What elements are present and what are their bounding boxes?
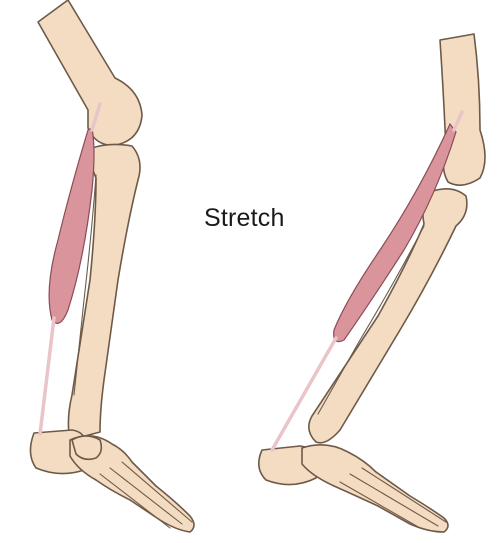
tibia-right	[309, 189, 467, 443]
leg-left	[30, 0, 194, 532]
femur-left	[38, 0, 142, 145]
fibula-right	[318, 226, 424, 414]
stretch-label: Stretch	[204, 204, 285, 233]
leg-right-stretched	[259, 34, 485, 532]
achilles-tendon-left	[40, 318, 54, 434]
femur-right	[440, 34, 485, 185]
